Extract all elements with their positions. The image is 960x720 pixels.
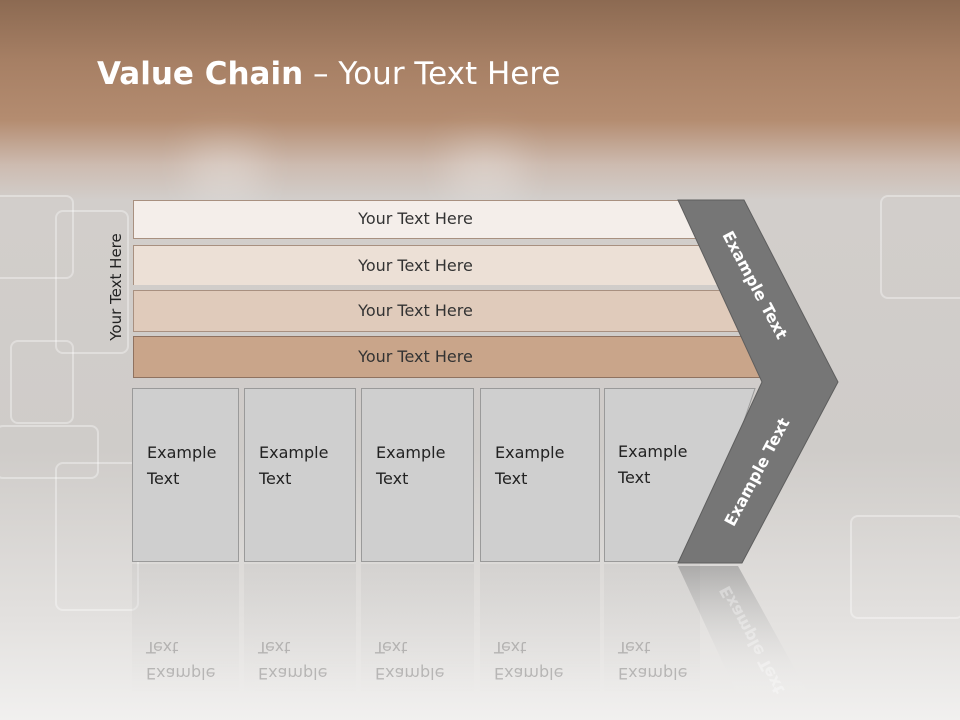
primary-activity-box: Example Text <box>132 388 239 562</box>
band-shape <box>133 200 733 239</box>
primary-activity-box: Example Text <box>604 388 756 562</box>
activity-text-line1: Example <box>618 442 688 461</box>
primary-activity-box: Example Text <box>361 388 474 562</box>
title-rest: – Your Text Here <box>303 56 561 92</box>
reflection: Example Text <box>604 564 700 694</box>
decorative-square <box>850 515 960 619</box>
reflection: Example Text <box>361 564 474 694</box>
support-band: Your Text Here <box>133 245 733 285</box>
band-shape <box>133 245 733 285</box>
support-band: Your Text Here <box>133 290 753 332</box>
slide-title: Value Chain – Your Text Here <box>97 56 560 92</box>
band-label: Your Text Here <box>358 301 473 320</box>
support-band: Your Text Here <box>133 336 773 378</box>
activity-text-line1: Example <box>147 443 217 462</box>
activity-text-line2: Text <box>495 469 528 488</box>
background-glow <box>450 140 520 200</box>
primary-activity-box: Example Text <box>244 388 356 562</box>
activity-text-line1: Example <box>495 443 565 462</box>
reflection: Example Text <box>132 564 239 694</box>
decorative-square <box>0 195 74 279</box>
band-label: Your Text Here <box>358 347 473 366</box>
primary-activity-box: Example Text <box>480 388 600 562</box>
chevron-shape <box>677 199 839 564</box>
chevron-reflection <box>678 566 812 700</box>
reflection: Example Text <box>480 564 600 694</box>
activity-text-line2: Text <box>376 469 409 488</box>
band-label: Your Text Here <box>358 209 473 228</box>
decorative-square <box>880 195 960 299</box>
decorative-square <box>55 210 129 354</box>
background-glow <box>190 140 260 200</box>
decorative-square <box>0 425 99 479</box>
reflection: Example Text <box>244 564 356 694</box>
activity-text-line2: Text <box>147 469 180 488</box>
band-label: Your Text Here <box>358 256 473 275</box>
band-shape <box>133 336 773 378</box>
activity-text-line2: Text <box>259 469 292 488</box>
title-bold: Value Chain <box>97 56 304 92</box>
band-shape <box>133 290 753 332</box>
activity-text-line2: Text <box>618 468 651 487</box>
decorative-square <box>10 340 74 424</box>
support-band: Your Text Here <box>133 200 733 239</box>
activity-text-line1: Example <box>376 443 446 462</box>
activity-text-line1: Example <box>259 443 329 462</box>
